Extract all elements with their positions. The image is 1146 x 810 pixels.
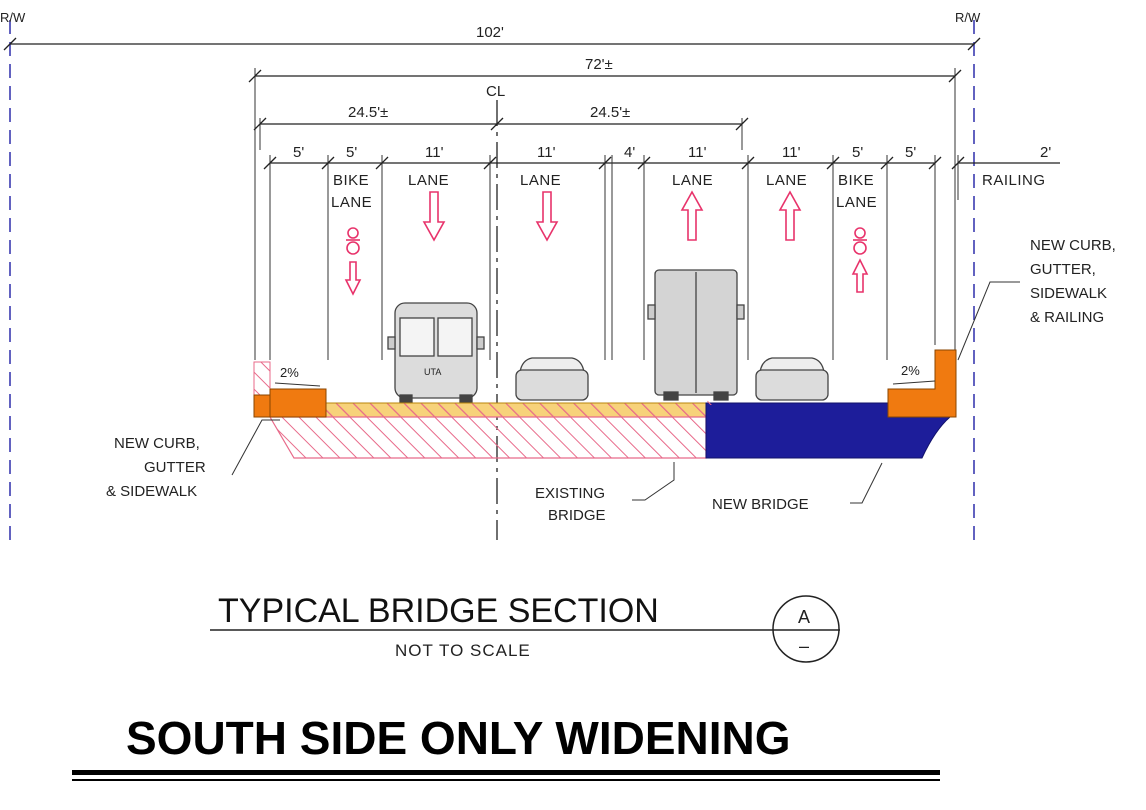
bike-lane-left-label-2: LANE xyxy=(331,194,372,211)
callout-new-bridge: NEW BRIDGE xyxy=(712,462,883,513)
dim-102-text: 102' xyxy=(476,24,504,41)
row-lines: R/W R/W xyxy=(0,10,981,540)
bicycle-icon xyxy=(853,227,867,255)
lane-4-label: LANE xyxy=(766,172,807,189)
section-title: TYPICAL BRIDGE SECTION xyxy=(218,592,659,630)
callout-right-line-4: & RAILING xyxy=(1030,309,1104,326)
callout-left-line-3: & SIDEWALK xyxy=(106,483,197,500)
car-right xyxy=(755,357,829,401)
dim-half: 24.5'± 24.5'± xyxy=(253,104,749,150)
callout-right: NEW CURB, GUTTER, SIDEWALK & RAILING xyxy=(957,237,1116,361)
callout-existing-line-1: EXISTING xyxy=(535,485,605,502)
centerline-label: CL xyxy=(486,83,505,100)
bike-lane-right-label-2: LANE xyxy=(836,194,877,211)
dim-seg-8: 5' xyxy=(852,144,863,161)
dim-seg-3: 11' xyxy=(425,144,444,161)
row-label-right: R/W xyxy=(955,10,981,25)
callout-right-line-1: NEW CURB, xyxy=(1030,237,1116,254)
slope-labels: 2% 2% xyxy=(274,363,936,387)
dim-seg-7: 11' xyxy=(782,144,801,161)
dim-102: 102' xyxy=(3,24,981,51)
dim-half-left-text: 24.5'± xyxy=(348,104,388,121)
bus: UTA xyxy=(387,302,485,404)
dim-seg-4: 11' xyxy=(537,144,556,161)
bicycle-icon xyxy=(346,227,360,255)
callout-existing: EXISTING BRIDGE xyxy=(535,462,675,524)
curb-left xyxy=(269,388,327,418)
callout-left-line-1: NEW CURB, xyxy=(114,435,200,452)
dim-seg-6: 11' xyxy=(688,144,707,161)
callout-new-bridge-text: NEW BRIDGE xyxy=(712,496,809,513)
dim-seg-2: 5' xyxy=(346,144,357,161)
existing-bridge-deck xyxy=(253,361,707,459)
car-left xyxy=(515,357,589,401)
banner: SOUTH SIDE ONLY WIDENING xyxy=(72,712,940,781)
lane-2-label: LANE xyxy=(520,172,561,189)
bus-text: UTA xyxy=(424,367,441,377)
arrow-up-icon xyxy=(680,190,704,241)
section-marker-sheet: – xyxy=(799,636,809,656)
centerline: CL xyxy=(486,83,505,540)
railing-label: RAILING xyxy=(982,172,1046,189)
callout-right-line-3: SIDEWALK xyxy=(1030,285,1107,302)
callout-left-line-2: GUTTER xyxy=(144,459,206,476)
callout-right-line-2: GUTTER, xyxy=(1030,261,1096,278)
arrow-down-icon xyxy=(535,191,559,242)
bike-lane-left-label-1: BIKE xyxy=(333,172,369,189)
curbs xyxy=(253,349,957,418)
slope-left: 2% xyxy=(280,365,299,380)
arrow-down-icon xyxy=(422,191,446,242)
row-label-left: R/W xyxy=(0,10,26,25)
callout-existing-line-2: BRIDGE xyxy=(548,507,606,524)
banner-text: SOUTH SIDE ONLY WIDENING xyxy=(126,712,791,764)
dim-72: 72'± xyxy=(248,56,962,360)
section-subtitle: NOT TO SCALE xyxy=(395,641,531,660)
arrow-up-icon xyxy=(851,258,869,293)
lane-labels: BIKE LANE LANE LANE LANE LANE BIKE LANE … xyxy=(331,172,1046,211)
section-title-block: TYPICAL BRIDGE SECTION NOT TO SCALE A – xyxy=(210,592,840,663)
lane-1-label: LANE xyxy=(408,172,449,189)
dim-seg-10: 2' xyxy=(1040,144,1051,161)
bike-lane-right-label-1: BIKE xyxy=(838,172,874,189)
truck xyxy=(647,269,745,401)
dim-seg-5: 4' xyxy=(624,144,635,161)
arrow-up-icon xyxy=(778,190,802,241)
slope-right: 2% xyxy=(901,363,920,378)
dim-seg-9: 5' xyxy=(905,144,916,161)
curb-right xyxy=(887,349,957,418)
callout-left: NEW CURB, GUTTER & SIDEWALK xyxy=(106,419,280,500)
arrow-down-icon xyxy=(344,261,362,296)
section-marker-letter: A xyxy=(798,607,810,627)
dim-seg-1: 5' xyxy=(293,144,304,161)
dim-72-text: 72'± xyxy=(585,56,613,73)
direction-arrows xyxy=(344,190,869,296)
lane-stripes xyxy=(489,195,645,360)
dim-half-right-text: 24.5'± xyxy=(590,104,630,121)
lane-3-label: LANE xyxy=(672,172,713,189)
section-marker-circle xyxy=(772,595,840,663)
bicycle-icons xyxy=(346,227,867,255)
